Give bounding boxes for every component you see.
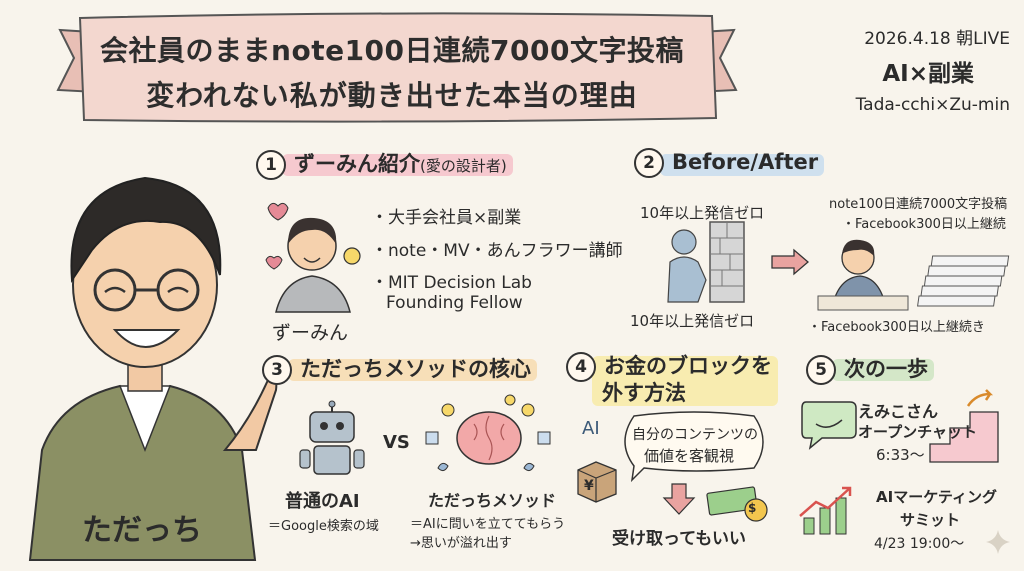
- down-arrow-icon: [662, 483, 696, 515]
- section1-subtitle: (愛の設計者): [420, 157, 507, 175]
- event-hosts: Tada-cchi×Zu-min: [855, 95, 1010, 115]
- after-line-2: ・Facebook300日以上継続: [842, 217, 1006, 232]
- section4-title-line2: 外す方法: [602, 381, 686, 405]
- before-top-label: 10年以上発信ゼロ: [640, 204, 765, 222]
- brain-icon: [425, 394, 551, 472]
- event-date: 2026.4.18 朝LIVE: [864, 29, 1010, 49]
- section1-number: 1: [256, 150, 286, 180]
- section4-number: 4: [566, 352, 596, 382]
- section1-bullet-3: ・MIT Decision Lab: [371, 273, 532, 293]
- after-illustration: [817, 239, 1010, 311]
- tadacchi-method-label: ただっちメソッド: [428, 491, 557, 510]
- yen-symbol: ¥: [584, 478, 594, 494]
- normal-ai-desc: ＝Google検索の域: [268, 519, 379, 534]
- section3-number: 3: [262, 355, 292, 385]
- bubble-line-2: 価値を客観視: [644, 447, 735, 465]
- next-item2-line2: サミット: [900, 511, 961, 529]
- tadacchi-method-desc-2: →思いが溢れ出す: [410, 536, 512, 551]
- ai-label: AI: [582, 418, 600, 439]
- next-item2-time: 4/23 19:00〜: [874, 536, 965, 552]
- before-bottom-label: 10年以上発信ゼロ: [630, 312, 755, 330]
- money-box-icon: [577, 461, 617, 503]
- robot-icon: [299, 400, 365, 475]
- after-line-1: note100日連続7000文字投稿: [829, 197, 1008, 212]
- next-item1-line2: オープンチャット: [858, 423, 977, 441]
- host-illustration: [28, 176, 278, 561]
- next-item1-time: 6:33〜: [876, 446, 925, 464]
- banner-title-line2: 変われない私が動き出せた本当の理由: [146, 79, 638, 112]
- tadacchi-method-desc-1: ＝AIに問いを立ててもらう: [410, 517, 566, 532]
- stairs-icon: [929, 389, 999, 463]
- before-illustration: [667, 221, 745, 303]
- chat-icon: [801, 401, 857, 450]
- after-bottom-label: ・Facebook300日以上継続き: [808, 320, 985, 335]
- section4-result: 受け取ってもいい: [612, 529, 746, 549]
- section1-bullet-1: ・大手会社員×副業: [371, 208, 522, 228]
- normal-ai-label: 普通のAI: [285, 491, 360, 512]
- vs-label: VS: [383, 432, 410, 453]
- zumin-name: ずーみん: [272, 322, 349, 344]
- event-theme: AI×副業: [882, 61, 974, 87]
- coin-symbol: $: [748, 501, 757, 515]
- cash-icon: [706, 486, 768, 522]
- section2-number: 2: [634, 148, 664, 178]
- section1-bullet-4: Founding Fellow: [386, 293, 523, 313]
- host-name: ただっち: [82, 513, 202, 548]
- speech-bubble: [624, 411, 764, 483]
- next-item2-line1: AIマーケティング: [876, 488, 997, 506]
- growth-chart-icon: [799, 486, 852, 535]
- banner-title-line1: 会社員のままnote100日連続7000文字投稿: [100, 34, 684, 67]
- before-after-arrow: [771, 248, 809, 276]
- zumin-illustration: [265, 202, 361, 313]
- section1-bullet-2: ・note・MV・あんフラワー講師: [371, 241, 623, 261]
- next-item1-line1: えみこさん: [858, 402, 939, 421]
- bubble-line-1: 自分のコンテンツの: [632, 427, 758, 443]
- section5-number: 5: [806, 355, 836, 385]
- sparkle-icon: [986, 530, 1010, 554]
